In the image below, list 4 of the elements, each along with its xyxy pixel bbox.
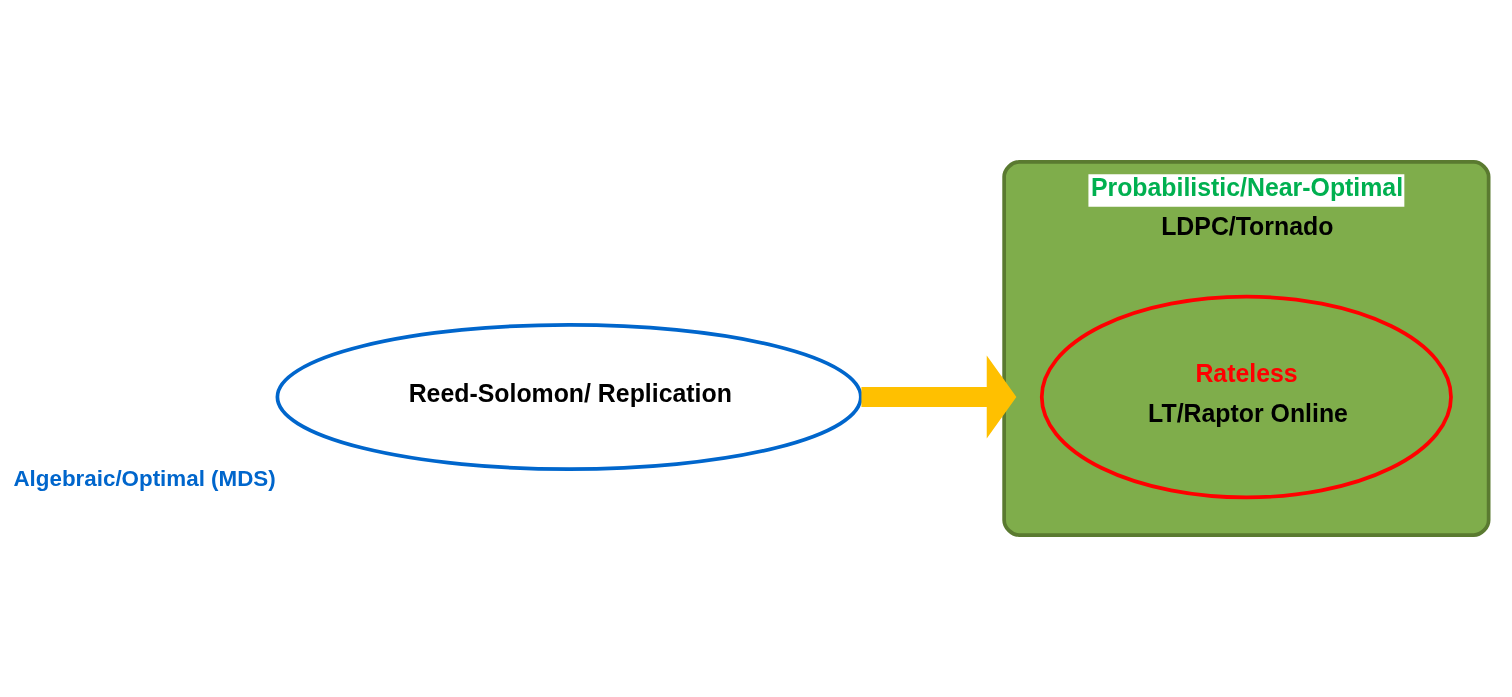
node-label: Algebraic/Optimal (MDS) xyxy=(13,465,276,491)
node-ellipse: Rateless LT/Raptor Online xyxy=(1039,294,1453,500)
arrow xyxy=(861,355,1017,439)
node-ellipse: Reed-Solomon/ Replication xyxy=(275,323,863,471)
